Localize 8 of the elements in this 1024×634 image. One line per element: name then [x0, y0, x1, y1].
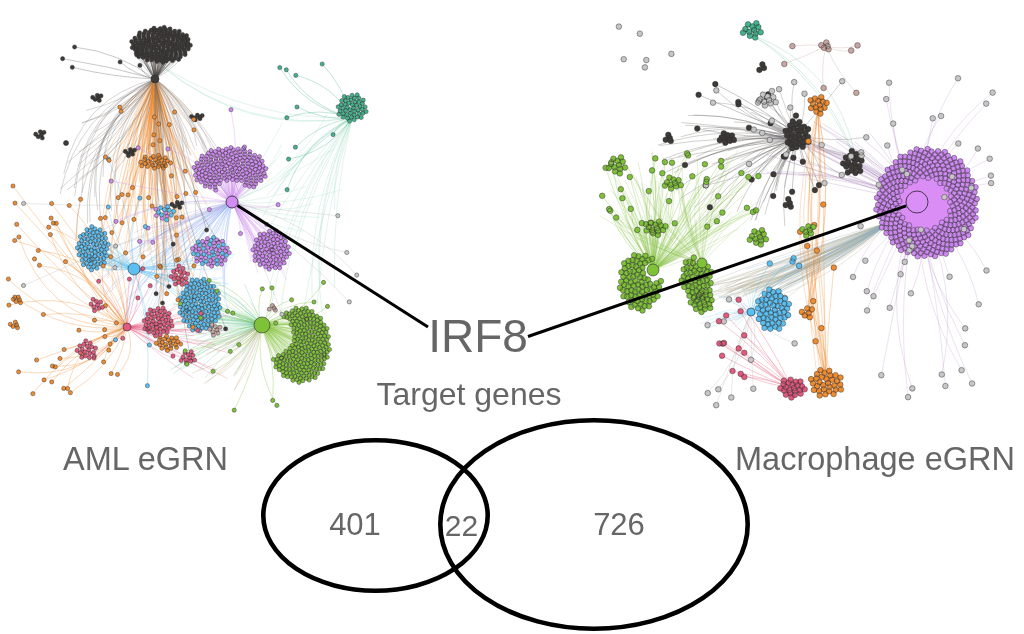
graph-caption: Macrophage eGRN — [735, 441, 1015, 478]
venn-title: Target genes — [376, 376, 562, 413]
overlap-count: 22 — [444, 509, 479, 541]
set-count: 401 — [329, 508, 381, 541]
graph-caption: AML eGRN — [63, 441, 228, 478]
set-count: 726 — [593, 508, 645, 541]
venn-ellipse — [261, 438, 490, 593]
gene-label: IRF8 — [428, 310, 528, 363]
